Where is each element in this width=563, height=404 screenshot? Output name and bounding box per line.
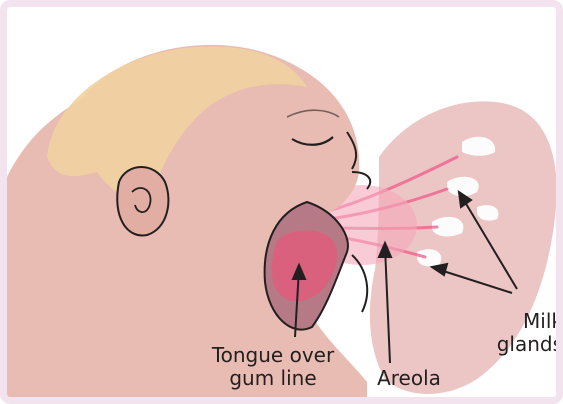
label-tongue-over-gum-line: Tongue over gum line xyxy=(193,344,353,390)
baby-ear xyxy=(117,167,168,235)
label-areola: Areola xyxy=(364,367,454,390)
label-milk-glands: Milk glands xyxy=(473,310,563,356)
